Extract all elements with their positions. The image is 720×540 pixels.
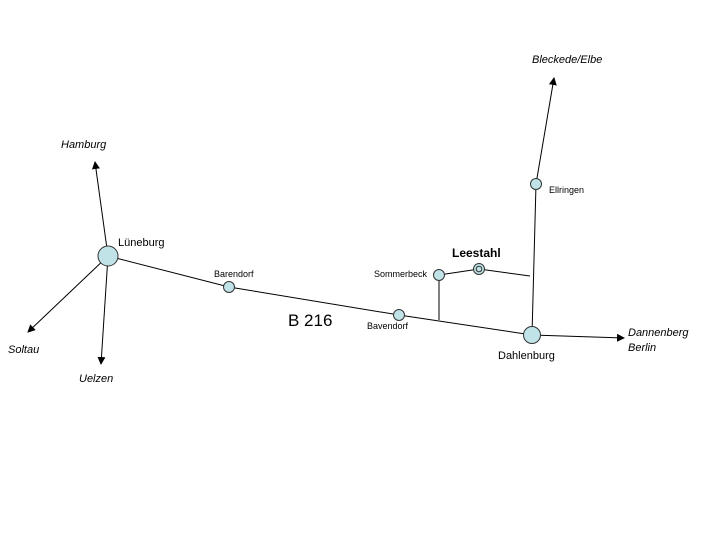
road-to-ellringen — [531, 183, 537, 336]
road-to-bleckede — [535, 77, 557, 185]
bavendorf-marker — [393, 309, 405, 321]
road-sommerbeck-leestahl — [438, 268, 480, 276]
road-to-dannenberg — [531, 333, 625, 342]
barendorf-marker — [223, 281, 235, 293]
label-dannenberg: Dannenberg — [628, 327, 689, 339]
label-lueneburg: Lüneburg — [118, 237, 165, 249]
label-dahlenburg: Dahlenburg — [498, 350, 555, 362]
label-barendorf: Barendorf — [214, 269, 254, 279]
road-to-soltau — [27, 255, 109, 333]
label-hamburg: Hamburg — [61, 139, 107, 151]
leestahl-marker-outer — [473, 263, 485, 275]
label-soltau: Soltau — [8, 344, 39, 356]
lueneburg-marker — [97, 245, 119, 267]
sommerbeck-marker — [433, 269, 445, 281]
leestahl-marker-inner — [475, 265, 483, 273]
label-b216: B 216 — [288, 311, 332, 330]
label-berlin: Berlin — [628, 342, 656, 354]
label-leestahl: Leestahl — [452, 246, 501, 260]
dahlenburg-marker — [523, 326, 541, 344]
road-to-uelzen — [97, 255, 109, 365]
label-bavendorf: Bavendorf — [367, 321, 409, 331]
label-ellringen: Ellringen — [549, 185, 584, 195]
label-sommerbeck: Sommerbeck — [374, 269, 428, 279]
road-b216 — [107, 255, 533, 336]
label-bleckede: Bleckede/Elbe — [532, 54, 602, 66]
road-to-hamburg — [91, 161, 109, 257]
road-leestahl-east — [478, 268, 531, 277]
label-uelzen: Uelzen — [79, 373, 113, 385]
ellringen-marker — [530, 178, 542, 190]
